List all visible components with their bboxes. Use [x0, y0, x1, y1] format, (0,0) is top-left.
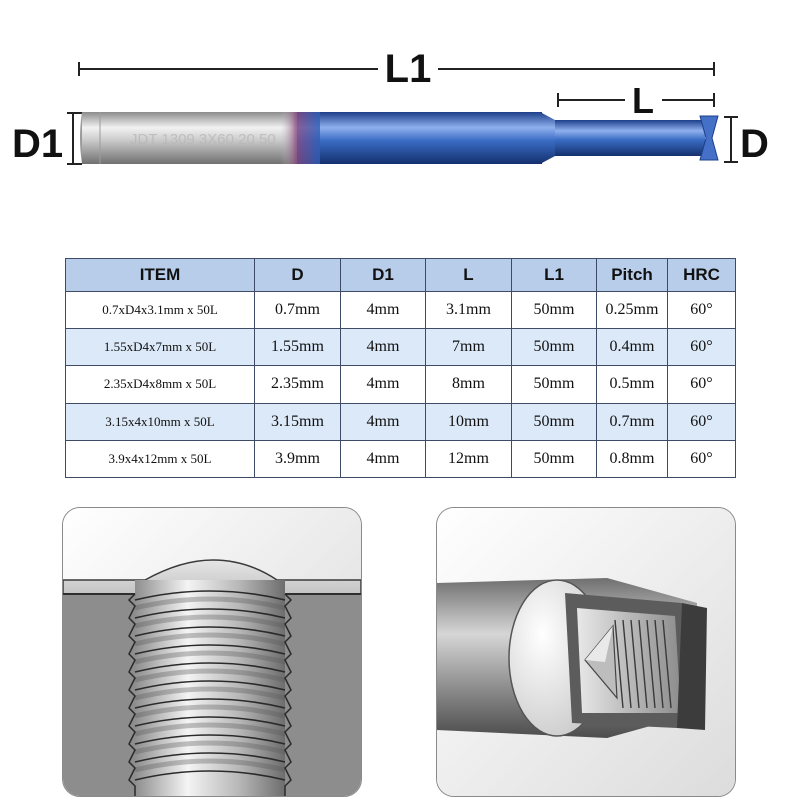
table-cell: 50mm: [511, 328, 597, 367]
table-cell: 50mm: [511, 365, 597, 404]
table-cell: 60°: [667, 402, 736, 441]
header-cell: HRC: [667, 258, 736, 292]
table-cell: 60°: [667, 328, 736, 367]
d-label: D: [740, 122, 769, 166]
table-row: 0.7xD4x3.1mm x 50L 0.7mm 4mm 3.1mm 50mm …: [65, 290, 736, 330]
table-cell: 12mm: [425, 439, 512, 479]
table-cell: 3.9x4x12mm x 50L: [65, 439, 255, 479]
header-cell: ITEM: [65, 258, 255, 292]
table-cell: 7mm: [425, 328, 512, 367]
table-row: 3.15x4x10mm x 50L 3.15mm 4mm 10mm 50mm 0…: [65, 402, 736, 441]
table-cell: 3.9mm: [254, 439, 341, 479]
l-dimension-line: [557, 93, 715, 107]
spec-table: ITEM D D1 L L1 Pitch HRC 0.7xD4x3.1mm x …: [65, 258, 736, 479]
thread-milling-illustration: [436, 507, 736, 797]
header-cell: D1: [340, 258, 426, 292]
table-cell: 0.7xD4x3.1mm x 50L: [65, 290, 255, 330]
table-cell: 4mm: [340, 402, 426, 441]
table-cell: 0.25mm: [596, 290, 668, 330]
thread-ridge-shadows: [134, 596, 286, 773]
table-cell: 3.1mm: [425, 290, 512, 330]
table-cell: 3.15mm: [254, 402, 341, 441]
table-cell: 0.4mm: [596, 328, 668, 367]
l1-label: L1: [385, 47, 432, 91]
thread-mill-tool: [80, 112, 719, 164]
l1-dimension-line: [78, 62, 715, 76]
table-cell: 60°: [667, 365, 736, 404]
table-cell: 0.7mm: [254, 290, 341, 330]
table-cell: 4mm: [340, 365, 426, 404]
l-label: L: [632, 80, 654, 121]
table-cell: 2.35xD4x8mm x 50L: [65, 365, 255, 404]
table-row: 1.55xD4x7mm x 50L 1.55mm 4mm 7mm 50mm 0.…: [65, 328, 736, 367]
header-cell: L1: [511, 258, 597, 292]
header-cell: L: [425, 258, 512, 292]
table-row: 3.9x4x12mm x 50L 3.9mm 4mm 12mm 50mm 0.8…: [65, 439, 736, 479]
table-cell: 10mm: [425, 402, 512, 441]
threaded-hole-illustration: [62, 507, 362, 797]
table-cell: 50mm: [511, 290, 597, 330]
table-cell: 2.35mm: [254, 365, 341, 404]
header-cell: D: [254, 258, 341, 292]
table-header-row: ITEM D D1 L L1 Pitch HRC: [65, 258, 736, 292]
table-cell: 4mm: [340, 290, 426, 330]
table-cell: 1.55xD4x7mm x 50L: [65, 328, 255, 367]
table-cell: 0.7mm: [596, 402, 668, 441]
table-cell: 0.5mm: [596, 365, 668, 404]
table-cell: 3.15x4x10mm x 50L: [65, 402, 255, 441]
threaded-hole-drawing: [63, 508, 361, 796]
tool-diagram: L1 L D1 JDT 1309 3X60 20 50 D: [12, 47, 769, 166]
d1-dimension-bracket: [67, 112, 82, 165]
d1-label: D1: [12, 122, 63, 166]
table-cell: 50mm: [511, 402, 597, 441]
table-cell: 4mm: [340, 328, 426, 367]
table-row: 2.35xD4x8mm x 50L 2.35mm 4mm 8mm 50mm 0.…: [65, 365, 736, 404]
table-cell: 4mm: [340, 439, 426, 479]
table-cell: 60°: [667, 290, 736, 330]
d-dimension-bracket: [724, 116, 738, 163]
shank-marking: JDT 1309 3X60 20 50: [130, 131, 276, 148]
internal-thread-lines: [614, 619, 672, 709]
table-cell: 8mm: [425, 365, 512, 404]
header-cell: Pitch: [596, 258, 668, 292]
table-cell: 1.55mm: [254, 328, 341, 367]
table-cell: 0.8mm: [596, 439, 668, 479]
thread-ridges: [134, 590, 286, 781]
table-cell: 50mm: [511, 439, 597, 479]
thread-milling-drawing: [437, 508, 735, 796]
table-cell: 60°: [667, 439, 736, 479]
